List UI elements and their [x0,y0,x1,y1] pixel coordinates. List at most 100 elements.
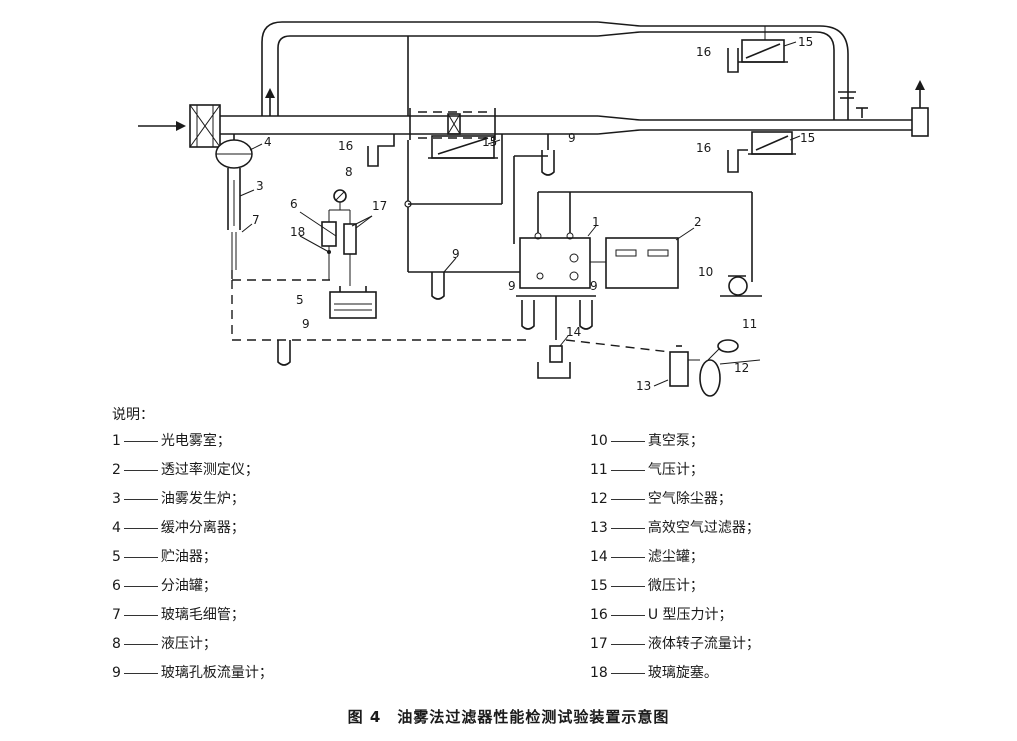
legend-number: 5 [112,549,121,565]
legend-dash [610,585,645,587]
callout-label: 11 [742,317,757,331]
hepa-filter [669,345,689,387]
callout-label: 2 [694,215,702,229]
callout-label: 9 [452,247,460,261]
callout-label: 8 [345,165,353,179]
u-manometer-mid [367,134,395,167]
legend-dash [610,527,645,529]
dust-filter-tank [537,345,571,379]
capillary-line [231,232,671,353]
legend-number: 7 [112,607,121,623]
legend-item: 9 玻璃孔板流量计； [112,662,273,691]
legend-number: 1 [112,433,121,449]
legend-number: 15 [590,578,608,594]
legend-dash [123,498,158,500]
bypass-duct [261,21,856,120]
u-manometer-top [727,48,739,73]
legend-label: 贮油器； [160,549,217,565]
legend-label: U 型压力计； [647,607,733,623]
legend-dash [610,614,645,616]
legend-item: 5 贮油器； [112,546,273,575]
orifice-flowmeter [521,300,535,330]
legend-dash [610,556,645,558]
legend-dash [610,672,645,674]
legend-item: 7 玻璃毛细管； [112,604,273,633]
buffer-separator [215,134,253,169]
transmittance-meter [590,237,679,289]
legend-number: 13 [590,520,608,536]
legend-label: 分油罐； [160,578,217,594]
legend-label: 玻璃孔板流量计； [160,665,273,681]
legend-dash [123,440,158,442]
main-duct [220,80,929,140]
legend-item: 11 气压计； [590,459,760,488]
callout-label: 16 [696,141,711,155]
barometer [707,339,739,361]
legend-label: 缓冲分离器； [160,520,245,536]
legend-title: 说明： [112,407,154,423]
figure-caption: 图 4 油雾法过滤器性能检测试验装置示意图 [347,708,670,726]
legend-dash [123,585,158,587]
callout-label: 4 [264,135,272,149]
test-apparatus-diagram: 4 3 7 8 6 18 17 5 9 16 15 9 16 15 16 15 … [138,21,929,397]
legend-label: 气压计； [647,462,704,478]
legend-number: 2 [112,462,121,478]
callout-label: 9 [568,131,576,145]
legend-number: 16 [590,607,608,623]
callout-label: 9 [590,279,598,293]
callout-label: 13 [636,379,651,393]
legend-label: 玻璃毛细管； [160,607,245,623]
inlet-arrow-icon [138,121,186,131]
legend-label: 玻璃旋塞。 [647,665,718,681]
legend-number: 8 [112,636,121,652]
legend-dash [123,643,158,645]
orifice-flowmeter [541,150,555,176]
legend-dash [610,643,645,645]
legend-item: 1 光电雾室； [112,430,273,459]
legend-dash [610,498,645,500]
legend-label: 真空泵； [647,433,704,449]
legend-label: 光电雾室； [160,433,231,449]
callout-label: 6 [290,197,298,211]
u-manometer-right [727,149,748,173]
legend-number: 9 [112,665,121,681]
callout-label: 16 [696,45,711,59]
legend-label: 液体转子流量计； [647,636,760,652]
legend-dash [610,440,645,442]
legend-number: 10 [590,433,608,449]
legend-item: 10 真空泵； [590,430,760,459]
orifice-flowmeter [431,272,445,300]
orifice-flowmeter [277,340,291,366]
callout-label: 3 [256,179,264,193]
callout-label: 12 [734,361,749,375]
callout-label: 18 [290,225,305,239]
legend-number: 17 [590,636,608,652]
legend-label: 油雾发生炉； [160,491,245,507]
legend-number: 4 [112,520,121,536]
legend-dash [123,469,158,471]
callout-label: 10 [698,265,713,279]
callout-label: 9 [302,317,310,331]
fog-chamber [516,191,752,340]
legend-dash [123,556,158,558]
legend-number: 18 [590,665,608,681]
sampling-lines [404,134,549,273]
legend-number: 14 [590,549,608,565]
oil-mist-generator [227,168,241,230]
orifice-flowmeter [579,300,593,330]
callout-label: 5 [296,293,304,307]
oil-separation-tank [321,189,350,280]
micromanometer-right [748,131,796,155]
legend-dash [123,614,158,616]
legend-number: 11 [590,462,608,478]
legend-dash [123,672,158,674]
